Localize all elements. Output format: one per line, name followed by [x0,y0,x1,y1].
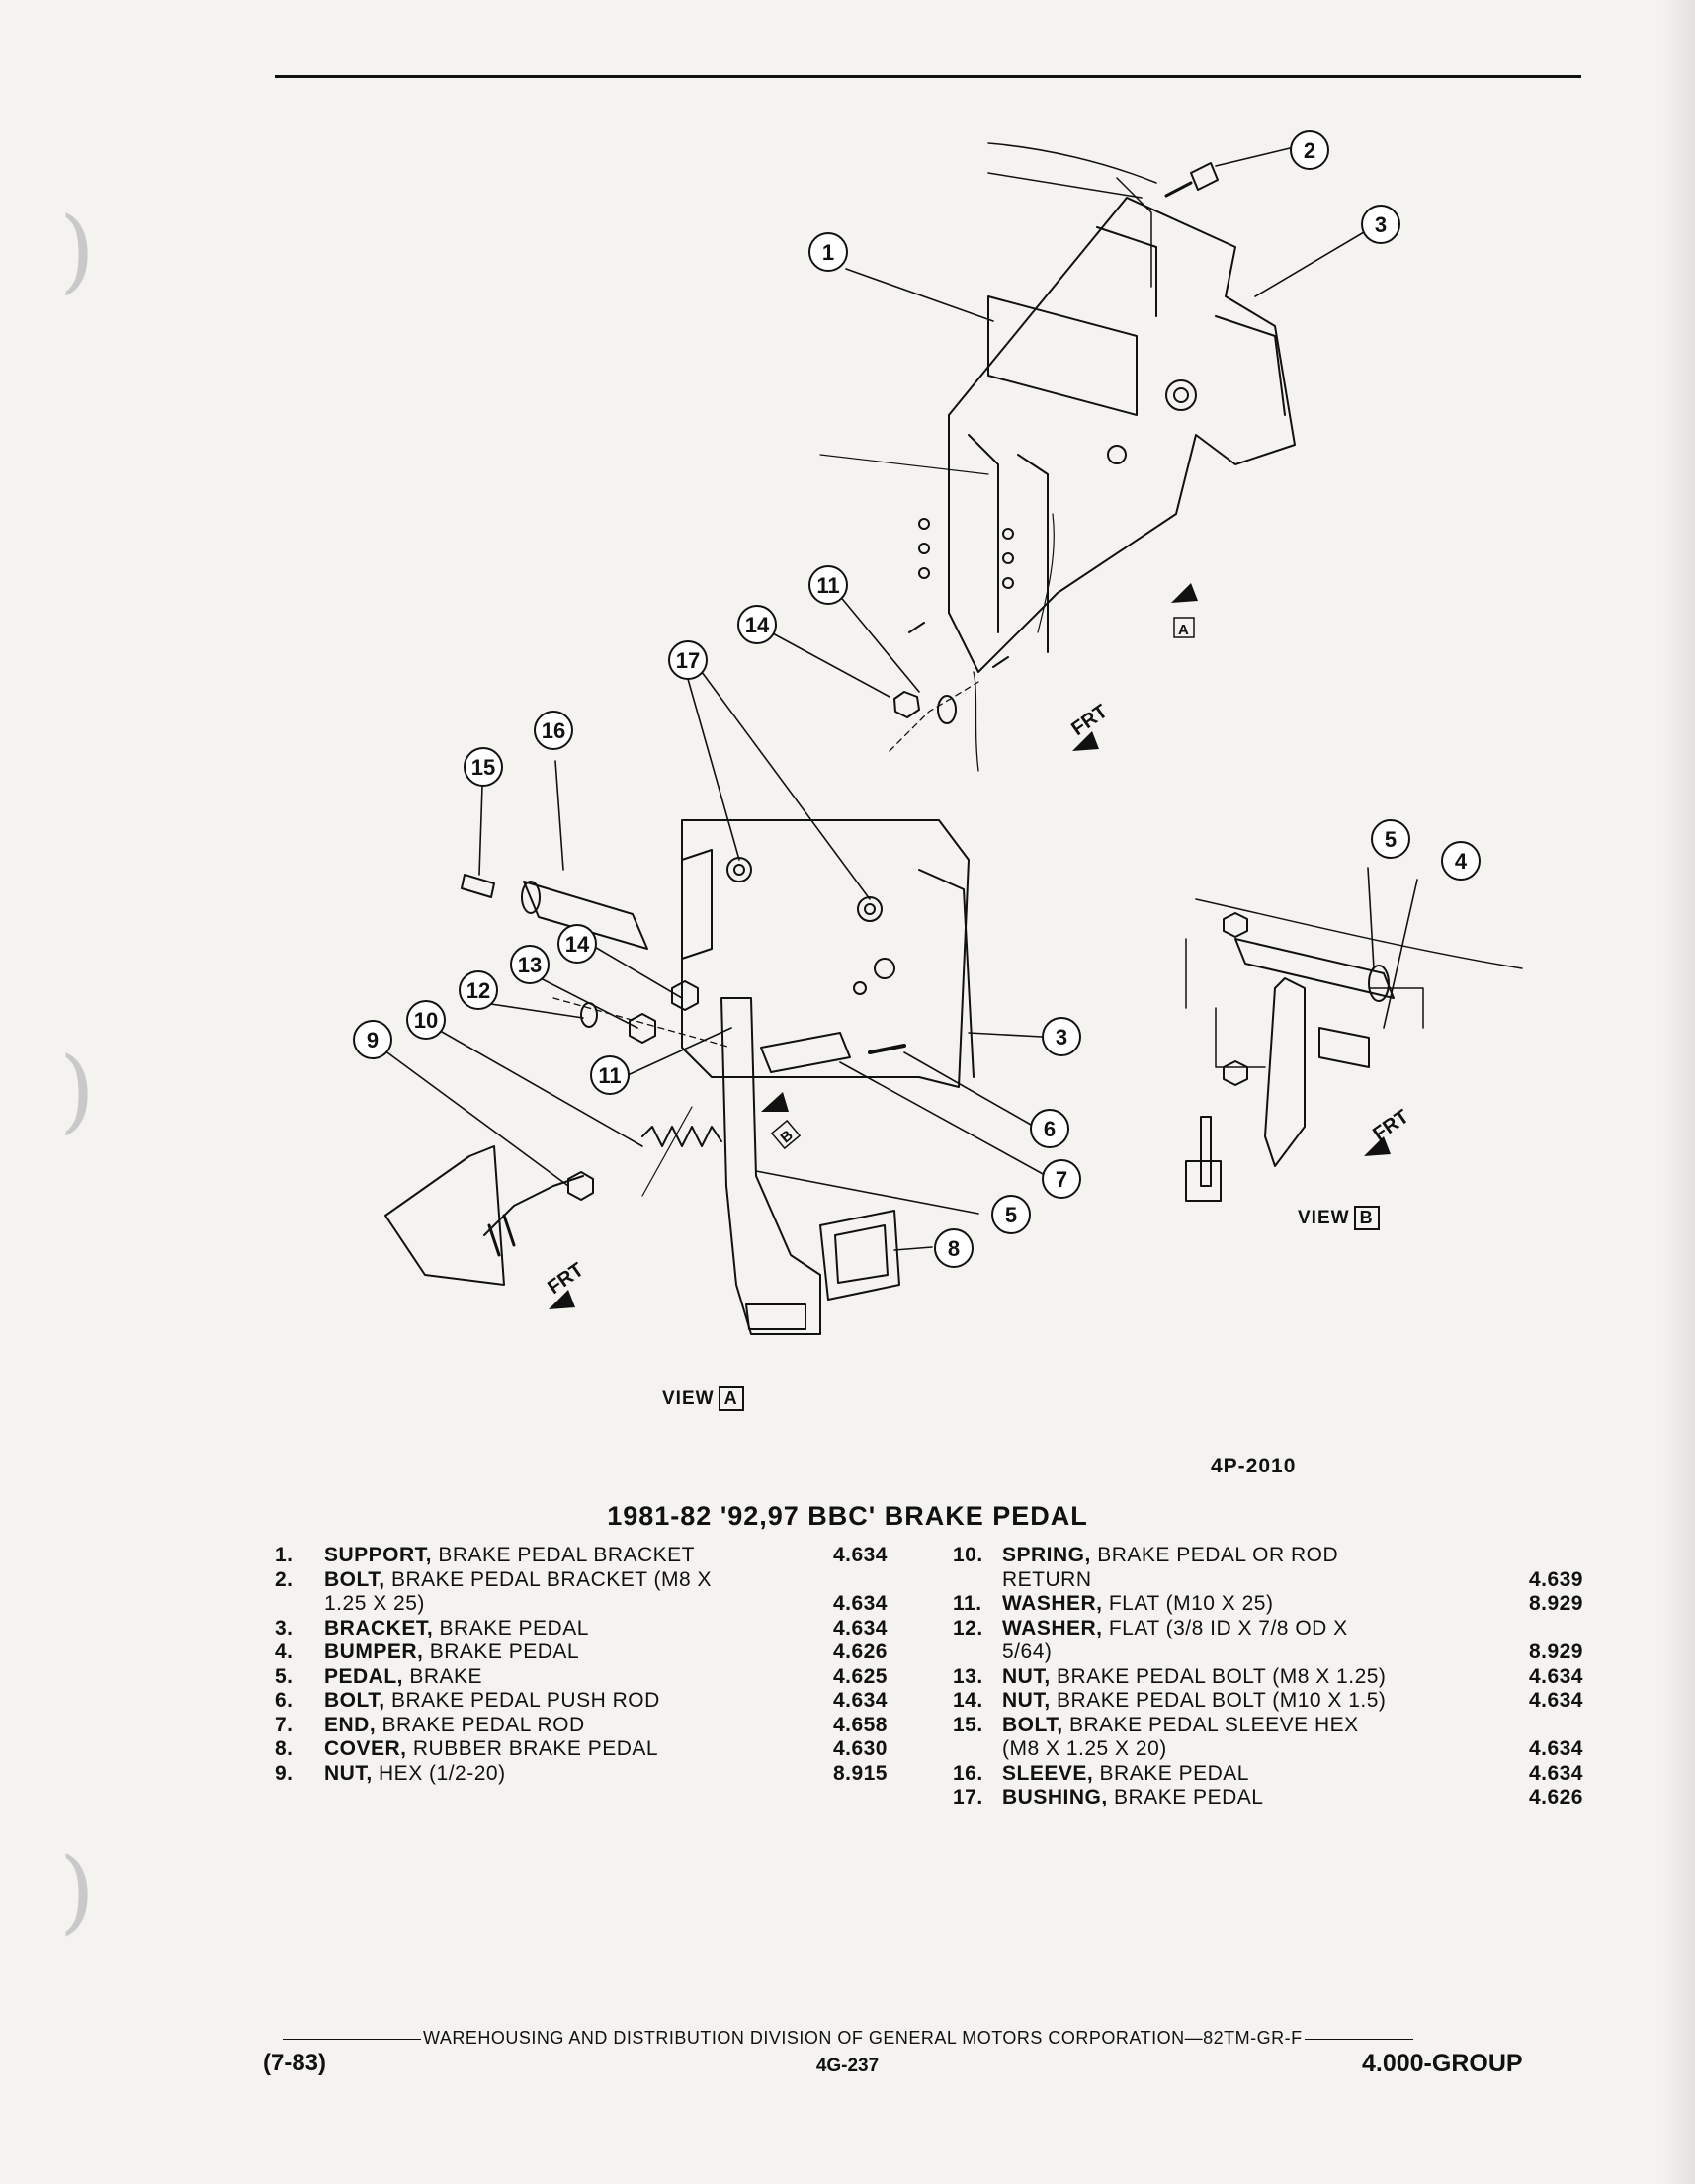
binder-hole-mark-bottom: ) [59,1838,95,1944]
callout-16 [534,711,573,750]
pedal-bracket-assembly [384,819,975,1335]
view-b-letter: B [1353,1206,1380,1230]
svg-text:15: 15 [471,755,495,780]
binder-hole-mark-top: ) [59,198,95,303]
svg-text:5: 5 [1385,827,1397,852]
direction-arrows [549,583,1391,1309]
footer-manual: 82TM-GR-F [1203,2028,1303,2048]
svg-text:4: 4 [1455,849,1468,874]
svg-text:3: 3 [1375,212,1387,237]
svg-text:17: 17 [676,648,700,673]
callout-circles [353,130,1481,1268]
upper-support-assembly [819,142,1296,772]
callout-14b [557,924,597,964]
callout-numbers: 1 2 3 11 14 17 16 15 5 4 3 6 7 5 8 14 13… [367,138,1468,1261]
view-b-detail [1185,898,1523,1202]
svg-text:14: 14 [745,613,770,637]
svg-text:8: 8 [948,1236,960,1261]
top-rule [275,75,1581,78]
svg-text:5: 5 [1005,1203,1017,1227]
callout-2 [1290,130,1329,170]
callout-17 [668,640,708,680]
section-title: 1981-82 '92,97 BBC' BRAKE PEDAL [607,1501,1088,1531]
callout-3 [1361,205,1400,244]
callout-8 [934,1228,974,1268]
svg-text:11: 11 [816,573,839,598]
callout-7 [1042,1159,1081,1199]
callout-3b [1042,1017,1081,1056]
footer-group: 4.000-GROUP [1362,2050,1523,2077]
callout-1 [808,232,848,272]
svg-text:1: 1 [822,240,834,265]
svg-text:12: 12 [466,978,490,1003]
callout-leader-lines [380,147,1418,1251]
svg-text:13: 13 [518,953,542,977]
part-row: 15.BOLT, BRAKE PEDAL SLEEVE HEX(M8 X 1.2… [953,1713,1583,1761]
svg-text:7: 7 [1056,1167,1067,1192]
binder-hole-mark-middle: ) [59,1038,95,1143]
callout-14 [737,605,777,644]
view-a-word: VIEW [662,1388,715,1409]
svg-text:9: 9 [367,1028,379,1052]
callout-11b [590,1055,630,1095]
callout-13 [510,945,550,984]
svg-text:2: 2 [1304,138,1315,163]
footer-date: (7-83) [263,2050,327,2076]
callout-10 [406,1000,446,1040]
frt-label-view-b: FRT [1369,1106,1412,1145]
part-row: 13.NUT, BRAKE PEDAL BOLT (M8 X 1.25)4.63… [953,1664,1583,1688]
svg-text:6: 6 [1044,1117,1056,1141]
callout-5 [1371,819,1410,859]
brake-pedal-exploded-diagram: 1 2 3 11 14 17 16 15 5 4 3 6 7 5 8 14 13… [353,130,1523,1335]
callout-5b [991,1195,1031,1234]
svg-text:10: 10 [414,1008,438,1033]
view-a-letter: A [718,1386,744,1411]
svg-text:3: 3 [1056,1025,1067,1050]
part-row: 11.WASHER, FLAT (M10 X 25)8.929 [953,1592,1583,1615]
footer-division-line: WAREHOUSING AND DISTRIBUTION DIVISION OF… [281,2028,1415,2049]
callout-6 [1030,1109,1069,1148]
view-b-word: VIEW [1298,1208,1350,1228]
svg-text:11: 11 [598,1063,621,1088]
footer-division: WAREHOUSING AND DISTRIBUTION DIVISION OF… [423,2028,1185,2048]
arrow-a-letter: A [1178,622,1189,638]
part-row: 14.NUT, BRAKE PEDAL BOLT (M10 X 1.5)4.63… [953,1689,1583,1712]
part-row: 9.NUT, HEX (1/2-20)8.915 [275,1761,888,1785]
figure-code: 4P-2010 [1211,1455,1297,1477]
callout-11 [808,565,848,605]
callout-12 [459,970,498,1010]
footer-page-number: 4G-237 [815,2056,880,2076]
callout-9 [353,1020,392,1059]
svg-text:16: 16 [542,718,565,743]
page-edge-shadow [1661,0,1695,2184]
svg-text:14: 14 [565,932,590,957]
callout-4 [1441,841,1481,881]
callout-15 [464,747,503,787]
